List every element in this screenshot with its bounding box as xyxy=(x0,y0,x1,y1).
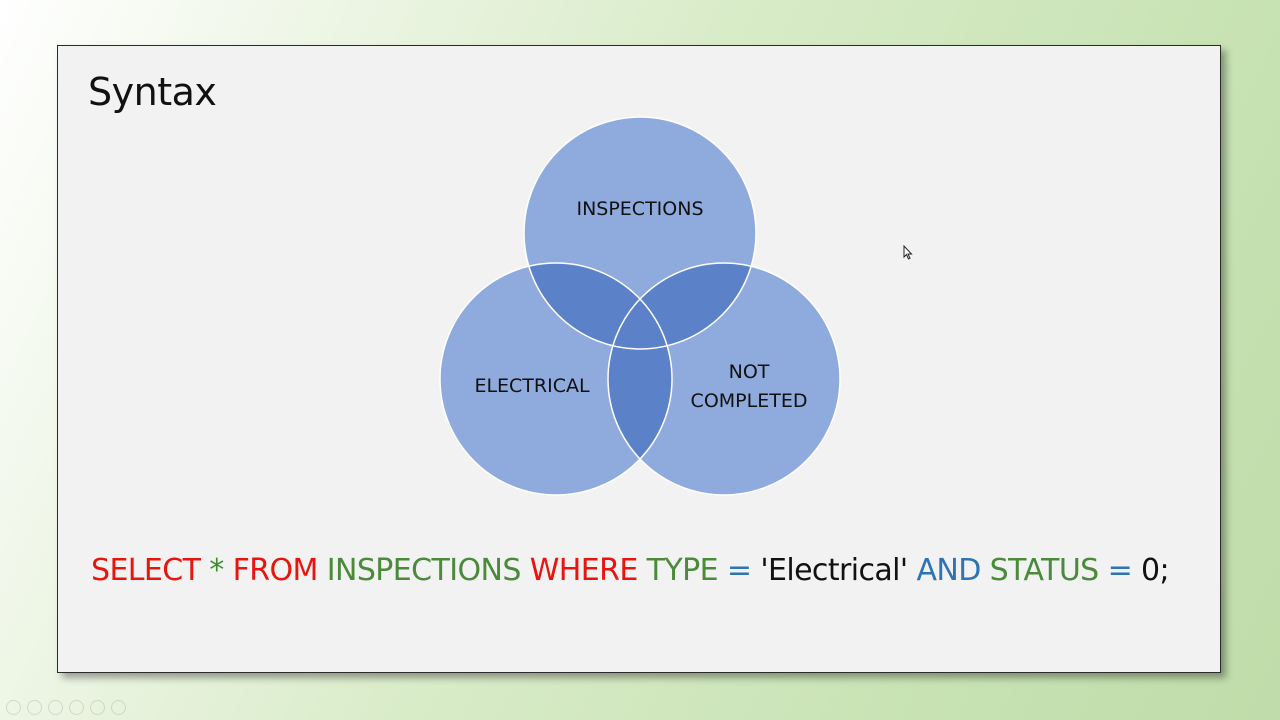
sql-keyword-and: AND xyxy=(916,553,981,588)
sql-value-electrical: 'Electrical' xyxy=(751,553,917,588)
previous-icon[interactable] xyxy=(6,700,21,715)
venn-overlap-inspections-not-completed xyxy=(608,263,756,349)
slides-icon[interactable] xyxy=(69,700,84,715)
slide-title: Syntax xyxy=(88,70,217,114)
venn-outline-inspections xyxy=(523,116,757,350)
venn-diagram: INSPECTIONS ELECTRICAL NOT COMPLETED xyxy=(439,116,841,496)
venn-overlap-inspections-electrical xyxy=(524,263,672,349)
sql-token-star: * xyxy=(200,553,233,588)
sql-keyword-where: WHERE xyxy=(529,553,639,588)
venn-label-inspections: INSPECTIONS xyxy=(576,198,703,220)
sql-table-name: INSPECTIONS xyxy=(317,553,530,588)
sql-operator-equals-1: = xyxy=(726,553,752,588)
venn-outline-electrical xyxy=(439,262,673,496)
sql-query: SELECT * FROM INSPECTIONS WHERE TYPE = '… xyxy=(91,553,1170,588)
venn-label-electrical: ELECTRICAL xyxy=(474,375,590,397)
sql-column-type: TYPE xyxy=(637,553,727,588)
sql-column-status: STATUS xyxy=(980,553,1108,588)
venn-label-not-completed-line-1: NOT xyxy=(729,361,770,383)
pen-icon[interactable] xyxy=(48,700,63,715)
player-controls xyxy=(6,700,126,715)
venn-label-not-completed-line-2: COMPLETED xyxy=(691,390,808,412)
next-icon[interactable] xyxy=(27,700,42,715)
sql-keyword-from: FROM xyxy=(232,553,319,588)
mouse-pointer-icon xyxy=(903,245,913,260)
sql-value-zero: 0; xyxy=(1132,553,1170,588)
more-icon[interactable] xyxy=(111,700,126,715)
sql-keyword-select: SELECT xyxy=(91,553,201,588)
slide: Syntax INSPECTIONS ELECTRICAL NOT COM xyxy=(57,45,1221,673)
zoom-icon[interactable] xyxy=(90,700,105,715)
sql-operator-equals-2: = xyxy=(1107,553,1133,588)
venn-outline-not-completed xyxy=(607,262,841,496)
